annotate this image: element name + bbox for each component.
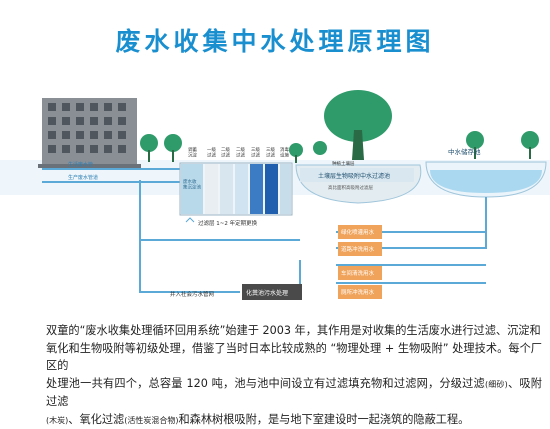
caption-text: 和森林树根吸附，是与地下室建设时一起浇筑的隐蔽工程。 [178,413,469,426]
tank-row: 废水收集沉淀池 调蓄沉淀 一级过滤 二级过滤 二级过滤 三级过滤 三级过滤 消毒… [180,146,292,227]
treatment-diagram: 生活废水管 生产废水管道 废水收集沉淀池 调蓄沉淀 一级过滤 二级过滤 二级过滤… [0,0,550,320]
caption-note: (木炭) [46,416,68,425]
right-box-label: 绿化喷灌用水 [341,228,375,236]
tank-label: 三级过滤 [251,146,260,158]
right-box-label: 车间清洗用水 [341,269,375,277]
caption-line: (木炭)、氧化过滤(活性炭混合物)和森林树根吸附，是与地下室建设时一起浇筑的隐蔽… [46,411,542,429]
tank-label: 一级过滤 [207,146,216,158]
caption-line: 氧化和生物吸附等初级处理，借鉴了当时日本比较成熟的 “物理处理 + 生物吸附” … [46,340,542,375]
soil-sub: 高比面积高吸附过滤层 [328,184,373,191]
building-label-bottom: 生产废水管道 [68,174,98,181]
tank-label: 二级过滤 [221,146,230,158]
storage-pool: 中水储存池 [426,147,546,197]
building-label-top: 生活废水管 [68,161,93,168]
storage-label: 中水储存池 [448,147,481,156]
caption-line: 双童的“废水收集处理循环回用系统”始建于 2003 年，其作用是对收集的生活废水… [46,322,542,340]
septic-label: 化粪池污水处理 [246,289,288,297]
caption-text: 处理池一共有四个，总容量 120 吨，池与池中间设立有过滤填充物和过滤网，分级过… [46,377,485,390]
caption-note: (活性炭混合物) [124,416,178,425]
tank-label: 调蓄沉淀 [188,146,197,158]
caption-note: (细砂) [485,380,508,389]
building [38,98,141,168]
tank-label: 消毒设施 [280,146,289,158]
right-box-label: 道路冲洗用水 [341,245,375,253]
caption-text: 、氧化过滤 [68,413,124,426]
large-tree-icon [324,90,392,160]
sewer-label: 并入社会污水管网 [170,290,215,298]
soil-top-label: 种植土壤层 [332,160,355,167]
caption: 双童的“废水收集处理循环回用系统”始建于 2003 年，其作用是对收集的生活废水… [46,322,542,429]
right-box-label: 厕所冲洗用水 [341,288,375,296]
caption-line: 处理池一共有四个，总容量 120 吨，池与池中间设立有过滤填充物和过滤网，分级过… [46,375,542,411]
tank-labels: 调蓄沉淀 一级过滤 二级过滤 二级过滤 三级过滤 三级过滤 消毒设施 [188,146,289,158]
filter-note: 过滤层 1~2 年定期更换 [198,219,258,227]
tank-label: 二级过滤 [236,146,245,158]
right-boxes: 绿化喷灌用水 道路冲洗用水 车间清洗用水 厕所冲洗用水 [338,225,382,299]
soil-title: 土壤层生物吸附中水过滤池 [318,172,390,180]
tank-label: 三级过滤 [266,146,275,158]
